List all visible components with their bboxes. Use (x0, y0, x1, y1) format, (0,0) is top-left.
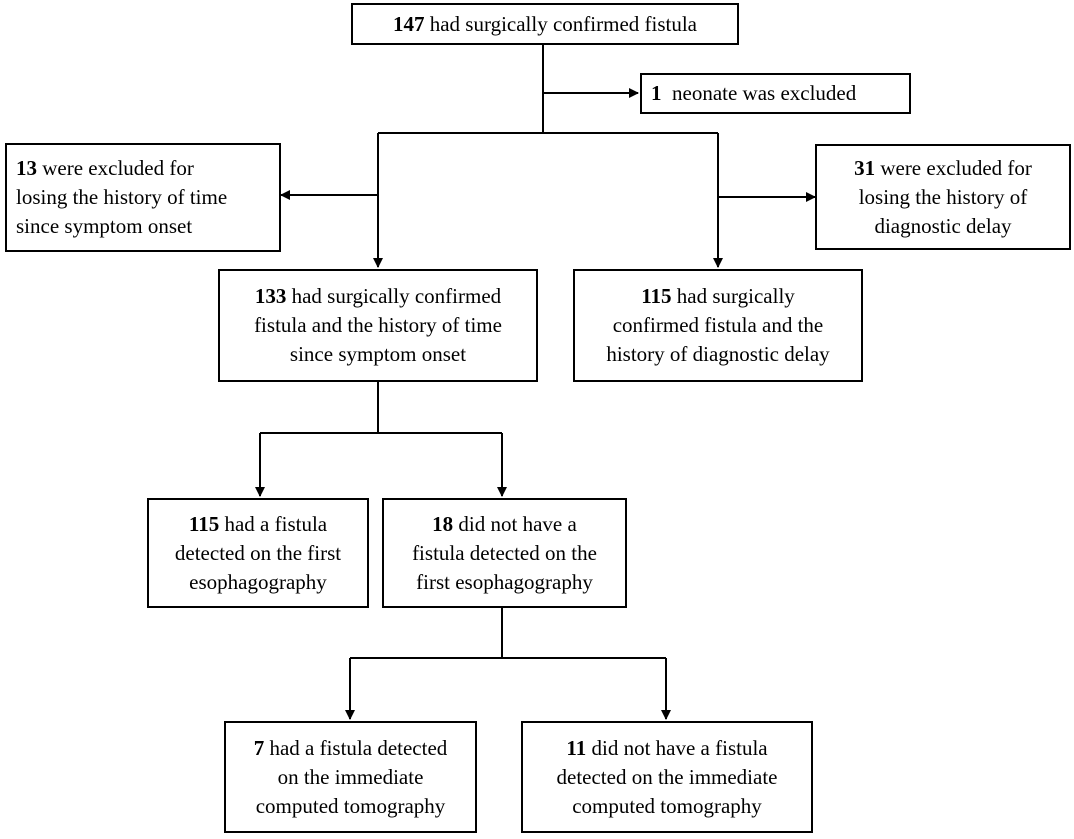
box-excluded-diagnostic-delay: 31 were excluded for losing the history … (815, 144, 1071, 250)
box-excluded-time-since-onset: 13 were excluded for losing the history … (5, 143, 281, 252)
box-detected-first-esophagography: 115 had a fistula detected on the first … (147, 498, 369, 608)
box-neonate-excluded: 1 neonate was excluded (640, 73, 911, 114)
box-confirmed-fistula: 147 had surgically confirmed fistula (351, 3, 739, 45)
box-onset-history: 133 had surgically confirmed fistula and… (218, 269, 538, 382)
box-not-detected-ct: 11 did not have a fistula detected on th… (521, 721, 813, 833)
box-detected-ct: 7 had a fistula detected on the immediat… (224, 721, 477, 833)
box-delay-history: 115 had surgically confirmed fistula and… (573, 269, 863, 382)
box-not-detected-first-esophagography: 18 did not have a fistula detected on th… (382, 498, 627, 608)
